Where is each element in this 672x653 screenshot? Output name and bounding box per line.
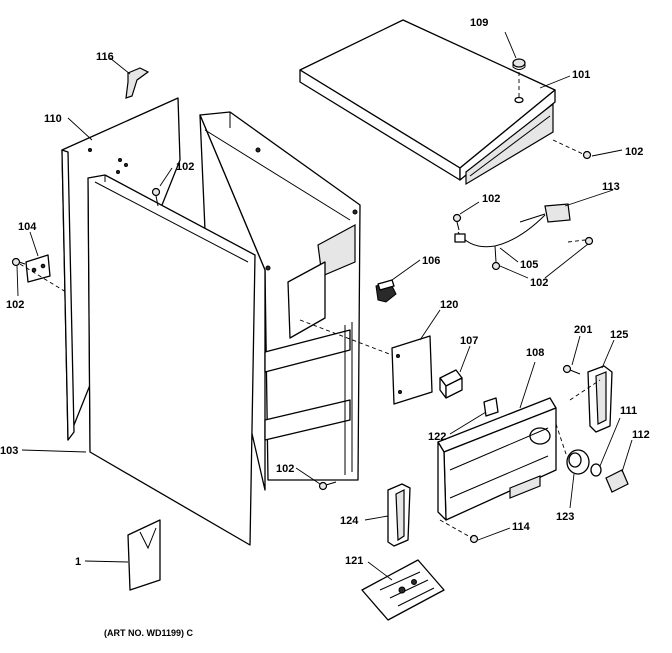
label-106: 106 xyxy=(422,255,440,267)
knob-123 xyxy=(566,449,590,475)
label-110: 110 xyxy=(44,113,62,125)
label-102-cabinet: 102 xyxy=(176,161,194,173)
wire-harness-113 xyxy=(454,203,571,271)
label-109: 109 xyxy=(470,17,488,29)
label-102-bottom: 102 xyxy=(276,463,294,475)
label-102-left: 102 xyxy=(6,299,24,311)
top-panel-101 xyxy=(299,19,556,186)
shaft-112 xyxy=(605,469,629,493)
label-124: 124 xyxy=(340,515,359,527)
clip-116 xyxy=(125,67,150,99)
label-102-top: 102 xyxy=(625,146,643,158)
label-201: 201 xyxy=(574,324,592,336)
label-108: 108 xyxy=(526,347,544,359)
parts-bag-121 xyxy=(361,559,445,621)
screw-102-bottom xyxy=(318,481,337,491)
console-108 xyxy=(437,397,557,521)
screw-102-top xyxy=(582,150,592,160)
label-111: 111 xyxy=(620,405,637,417)
label-121: 121 xyxy=(345,555,363,567)
art-number: (ART NO. WD1199) C xyxy=(104,628,194,638)
part-labels: 109 101 102 113 102 105 102 106 120 107 … xyxy=(0,17,650,568)
cover-plate-120 xyxy=(391,335,433,405)
screw-102-harness-right xyxy=(584,236,594,246)
label-113: 113 xyxy=(602,181,620,193)
switch-106 xyxy=(375,279,397,303)
assembly-lines xyxy=(19,72,601,539)
knob-107 xyxy=(439,369,463,399)
front-panel-103 xyxy=(87,174,256,546)
label-105: 105 xyxy=(520,259,538,271)
screw-114 xyxy=(469,534,479,544)
label-107: 107 xyxy=(460,335,478,347)
instruction-sheet-1 xyxy=(127,519,161,591)
label-101: 101 xyxy=(572,69,590,81)
label-122: 122 xyxy=(428,431,446,443)
label-114: 114 xyxy=(512,521,531,533)
label-116: 116 xyxy=(96,51,114,63)
bracket-104 xyxy=(25,254,51,283)
screw-102-harness xyxy=(452,213,462,231)
cap-124 xyxy=(387,483,411,547)
label-120: 120 xyxy=(440,299,458,311)
label-104: 104 xyxy=(18,221,37,233)
label-1: 1 xyxy=(75,556,81,568)
clip-122 xyxy=(483,397,499,417)
label-102-harness-right: 102 xyxy=(530,277,548,289)
leader-lines xyxy=(16,31,633,581)
label-123: 123 xyxy=(556,511,574,523)
label-125: 125 xyxy=(610,329,628,341)
screw-102-cabinet xyxy=(151,187,161,207)
screw-201 xyxy=(562,364,581,375)
bracket-125 xyxy=(587,365,613,433)
label-103: 103 xyxy=(0,445,18,457)
label-102-harness: 102 xyxy=(482,193,500,205)
label-112: 112 xyxy=(632,429,650,441)
screw-102-left xyxy=(11,257,26,267)
spring-111 xyxy=(590,463,602,477)
plug-109 xyxy=(512,58,526,70)
